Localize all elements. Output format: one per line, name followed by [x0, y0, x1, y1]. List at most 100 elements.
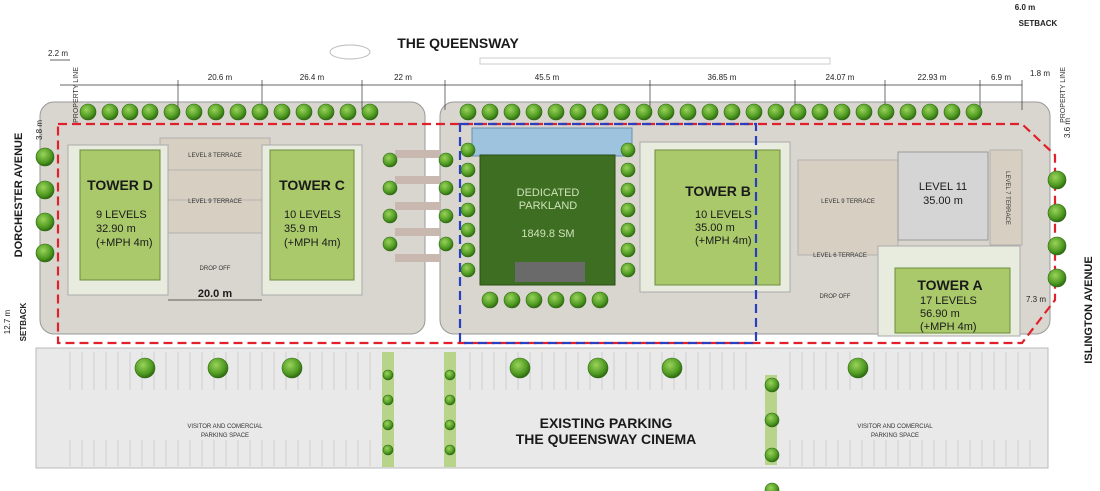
dim-3: 45.5 m: [535, 73, 560, 82]
tree-icon: [503, 291, 521, 309]
tree-icon: [229, 103, 247, 121]
terrace-level7-right: LEVEL 7 TERRACE: [1004, 171, 1010, 225]
parking-title1: EXISTING PARKING: [540, 415, 673, 431]
tower-c-mph: (+MPH 4m): [284, 237, 341, 249]
setback-left-top: 3.8 m: [35, 120, 44, 140]
tree-icon: [679, 103, 697, 121]
tree-icon: [635, 103, 653, 121]
tower-d-mph: (+MPH 4m): [96, 237, 153, 249]
setback-right-top: 3.6 m: [1063, 118, 1072, 138]
tree-icon: [382, 208, 398, 224]
walkway-stripes: [395, 150, 440, 262]
tower-c-name: TOWER C: [279, 177, 345, 193]
property-line-right: PROPERTY LINE: [1060, 67, 1067, 123]
tree-icon: [569, 103, 587, 121]
tree-icon: [921, 103, 939, 121]
tree-icon: [613, 103, 631, 121]
tree-icon: [620, 262, 636, 278]
dim-7: 6.9 m: [991, 73, 1011, 82]
level11-block: [897, 151, 989, 241]
tree-icon: [965, 103, 983, 121]
tree-icon: [382, 236, 398, 252]
tower-c-height: 35.9 m: [284, 223, 318, 235]
park-stage: [515, 262, 585, 282]
tree-icon: [460, 222, 476, 238]
tree-icon: [382, 419, 394, 431]
terrace-level7-right-box: [989, 149, 1023, 246]
tree-icon: [657, 103, 675, 121]
tower-c-levels: 10 LEVELS: [284, 209, 341, 221]
tree-icon: [855, 103, 873, 121]
dim-6: 22.93 m: [918, 73, 947, 82]
tree-icon: [382, 152, 398, 168]
tree-icon: [79, 103, 97, 121]
terrace-level9-right: LEVEL 9 TERRACE: [821, 199, 875, 205]
tree-icon: [438, 236, 454, 252]
tree-icon: [273, 103, 291, 121]
tree-icon: [503, 103, 521, 121]
tree-icon: [1047, 268, 1067, 288]
tree-icon: [701, 103, 719, 121]
parking-note-right-2: PARKING SPACE: [871, 433, 919, 439]
tree-icon: [745, 103, 763, 121]
parking-note-left-1: VISITOR AND COMERCIAL: [187, 424, 263, 430]
drop-off-right: DROP OFF: [820, 294, 851, 300]
tower-d-name: TOWER D: [87, 177, 153, 193]
parking-title2: THE QUEENSWAY CINEMA: [516, 431, 696, 447]
parking-note-right-1: VISITOR AND COMERCIAL: [857, 424, 933, 430]
tower-d-levels: 9 LEVELS: [96, 209, 147, 221]
tower-b-mph: (+MPH 4m): [695, 235, 752, 247]
tree-icon: [35, 243, 55, 263]
road-strip: [479, 57, 831, 65]
tree-icon: [317, 103, 335, 121]
tree-icon: [833, 103, 851, 121]
tower-b-name: TOWER B: [685, 183, 751, 199]
tree-icon: [767, 103, 785, 121]
street-north: THE QUEENSWAY: [397, 35, 519, 51]
tree-icon: [438, 152, 454, 168]
tree-icon: [207, 103, 225, 121]
setback-top-right-label: SETBACK: [1019, 19, 1058, 28]
tower-b-levels: 10 LEVELS: [695, 209, 752, 221]
tree-icon: [444, 394, 456, 406]
tree-icon: [899, 103, 917, 121]
tree-icon: [620, 222, 636, 238]
dim-2: 22 m: [394, 73, 412, 82]
tree-icon: [547, 103, 565, 121]
parking-note-left-2: PARKING SPACE: [201, 433, 249, 439]
terrace-level9-left: LEVEL 9 TERRACE: [188, 199, 242, 205]
park-water: [471, 127, 633, 157]
level11-label: LEVEL 11: [919, 181, 967, 193]
tree-icon: [382, 394, 394, 406]
tower-a-mph: (+MPH 4m): [920, 321, 977, 333]
tree-icon: [847, 357, 869, 379]
dim-1: 26.4 m: [300, 73, 325, 82]
tree-icon: [764, 412, 780, 428]
dim-0: 20.6 m: [208, 73, 233, 82]
tower-b-height: 35.00 m: [695, 222, 735, 234]
tree-icon: [1047, 236, 1067, 256]
tree-icon: [591, 291, 609, 309]
level11-height: 35.00 m: [923, 195, 963, 207]
drop-off-left: DROP OFF: [200, 266, 231, 272]
tree-icon: [444, 369, 456, 381]
setback-top-left-value: 2.2 m: [48, 49, 68, 58]
tower-spacing: 20.0 m: [198, 288, 232, 300]
setback-left-label: SETBACK: [19, 302, 28, 341]
tower-c: [269, 149, 355, 281]
tree-icon: [339, 103, 357, 121]
tree-icon: [587, 357, 609, 379]
tower-a-levels: 17 LEVELS: [920, 295, 977, 307]
tree-icon: [569, 291, 587, 309]
trees: [35, 103, 1067, 491]
tower-a-name: TOWER A: [917, 277, 982, 293]
road-marker: [329, 44, 371, 60]
tree-icon: [438, 208, 454, 224]
tree-icon: [620, 182, 636, 198]
tree-icon: [723, 103, 741, 121]
tree-icon: [35, 180, 55, 200]
tree-icon: [185, 103, 203, 121]
tree-icon: [547, 291, 565, 309]
tree-icon: [943, 103, 961, 121]
